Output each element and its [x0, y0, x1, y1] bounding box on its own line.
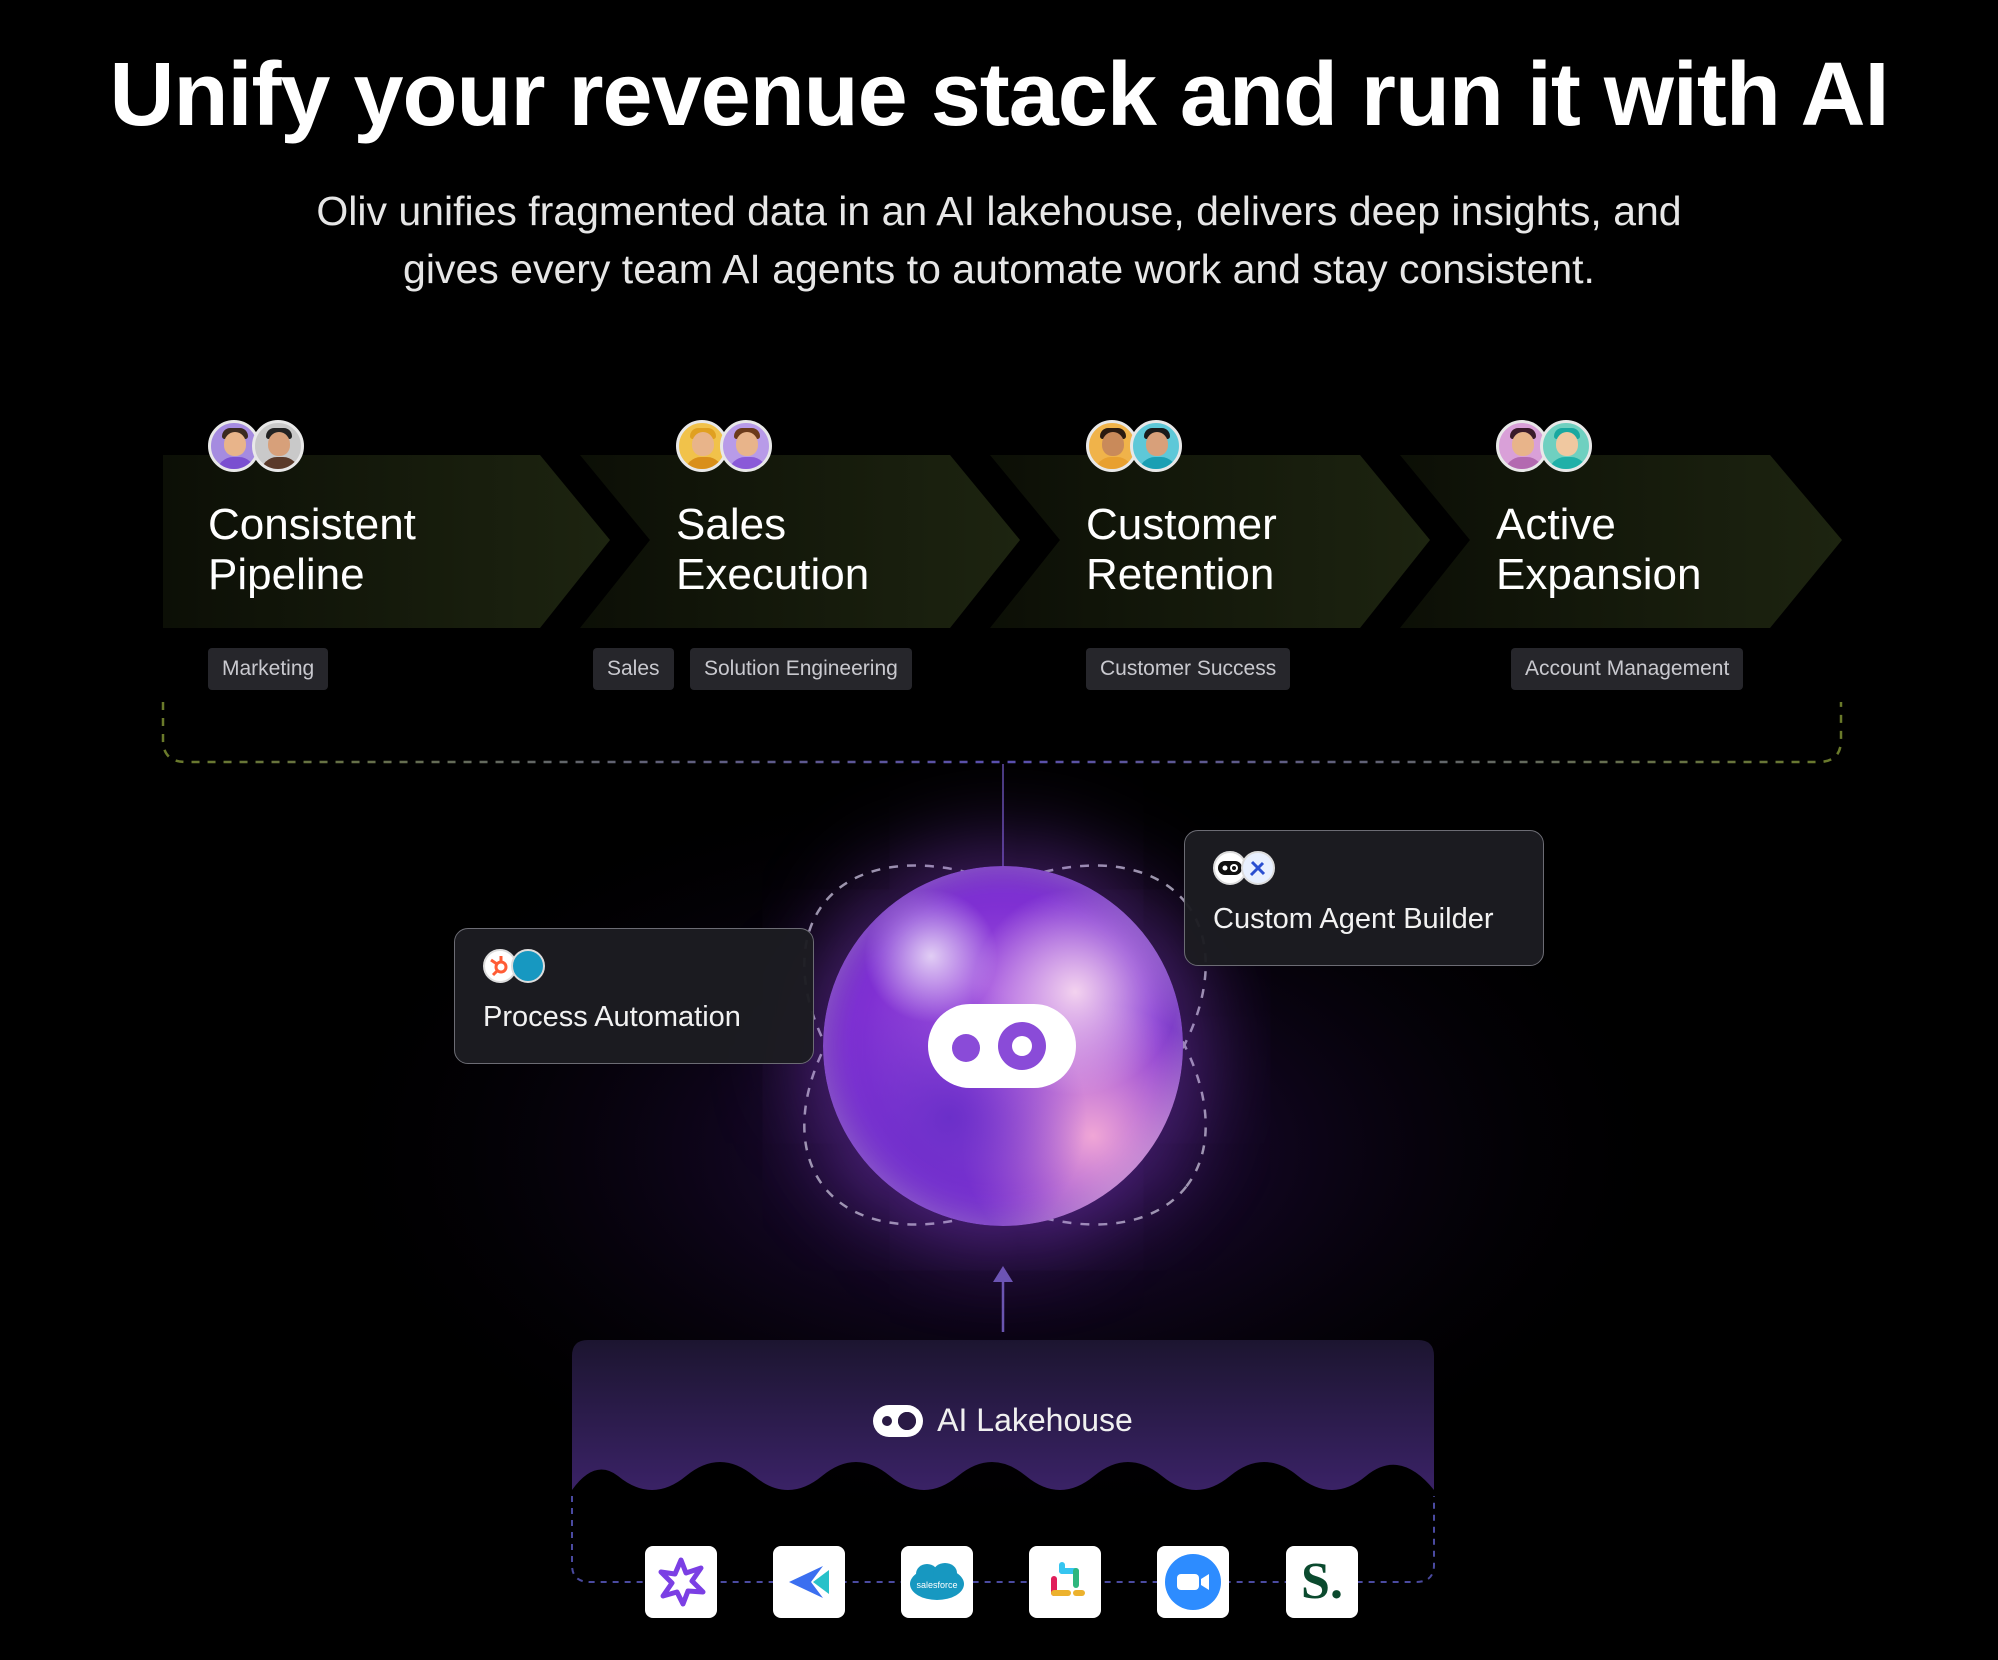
stage-chevron	[990, 455, 1430, 628]
card-icons	[1213, 851, 1275, 885]
zoom-icon[interactable]	[1157, 1546, 1229, 1618]
process-automation-card[interactable]: Process Automation	[454, 928, 814, 1064]
avatar	[720, 420, 772, 472]
lakehouse-panel	[572, 1340, 1434, 1490]
team-avatars	[1496, 420, 1592, 476]
stage-chevron	[580, 455, 1020, 628]
outreach-icon[interactable]	[773, 1546, 845, 1618]
team-tag: Account Management	[1511, 648, 1744, 690]
page-title: Unify your revenue stack and run it with…	[109, 45, 1889, 145]
stage-chevron	[163, 455, 610, 628]
avatar	[208, 420, 260, 472]
avatar	[1130, 420, 1182, 472]
custom-agent-builder-card[interactable]: Custom Agent Builder	[1184, 830, 1544, 966]
avatar	[1496, 420, 1548, 472]
salesforce-icon	[511, 949, 545, 983]
salesforce-icon[interactable]: salesforce	[901, 1546, 973, 1618]
tools-icon	[1241, 851, 1275, 885]
team-tag: Customer Success	[1086, 648, 1291, 690]
stage-chevron	[1400, 455, 1842, 628]
oliv-logo-icon	[928, 1004, 1076, 1088]
team-avatars	[208, 420, 304, 476]
card-label: Process Automation	[483, 1001, 741, 1033]
salesloft-icon[interactable]: S.	[1286, 1546, 1358, 1618]
team-avatars	[1086, 420, 1182, 476]
up-arrow-head	[993, 1266, 1013, 1282]
lakehouse-title: AI Lakehouse	[572, 1402, 1434, 1439]
avatar	[676, 420, 728, 472]
ai-lakehouse: AI Lakehouse	[572, 1340, 1434, 1580]
subtitle-line: Oliv unifies fragmented data in an AI la…	[316, 188, 1682, 234]
team-tag: Marketing	[208, 648, 329, 690]
subtitle-line: gives every team AI agents to automate w…	[403, 246, 1595, 292]
team-bracket	[161, 702, 1843, 764]
slack-icon[interactable]	[1029, 1546, 1101, 1618]
avatar	[252, 420, 304, 472]
card-label: Custom Agent Builder	[1213, 903, 1494, 935]
card-icons	[483, 949, 545, 983]
lakehouse-frame	[571, 1496, 1435, 1583]
avatar	[1540, 420, 1592, 472]
team-tag: Sales	[593, 648, 674, 690]
page-subtitle: Oliv unifies fragmented data in an AI la…	[240, 182, 1758, 298]
oliv-logo-icon	[873, 1405, 924, 1437]
svg-text:salesforce: salesforce	[916, 1580, 957, 1590]
gong-icon[interactable]	[645, 1546, 717, 1618]
team-avatars	[676, 420, 772, 476]
team-tag: Solution Engineering	[690, 648, 912, 690]
